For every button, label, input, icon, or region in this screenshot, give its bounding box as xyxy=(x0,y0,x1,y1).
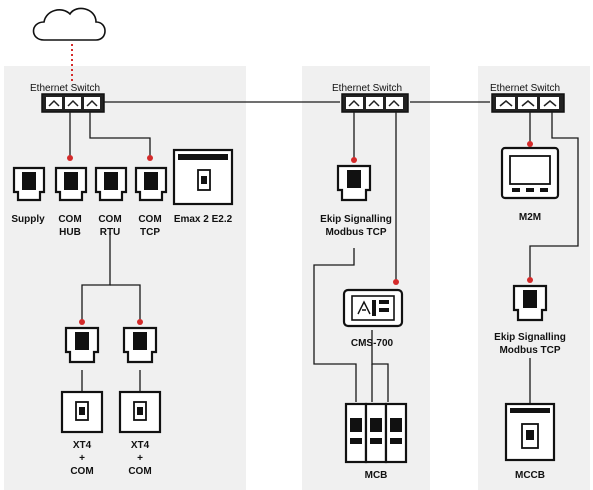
xt4b-label-2: + xyxy=(137,453,143,464)
ekip-module-right xyxy=(512,284,548,322)
switch-middle-label: Ethernet Switch xyxy=(332,83,402,94)
ekip-right-label-2: Modbus TCP xyxy=(499,345,560,356)
port-dot xyxy=(79,319,85,325)
com-tcp-label-2: TCP xyxy=(140,227,160,238)
port-dot xyxy=(351,157,357,163)
mccb-breaker xyxy=(504,402,556,462)
xt4a-label-2: + xyxy=(79,453,85,464)
mcb-devices xyxy=(344,402,408,464)
com-rtu-label-1: COM xyxy=(98,214,121,225)
mcb-label: MCB xyxy=(365,470,388,481)
mccb-label: MCCB xyxy=(515,470,545,481)
ethernet-switch-right xyxy=(491,93,565,113)
left-wires xyxy=(69,112,151,392)
ekip-right-label-1: Ekip Signalling xyxy=(494,332,566,343)
cms-700-device xyxy=(342,288,404,328)
com-tcp-label-1: COM xyxy=(138,214,161,225)
xt4b-label-1: XT4 xyxy=(131,440,150,451)
com-hub-label-1: COM xyxy=(58,214,81,225)
switch-left-label: Ethernet Switch xyxy=(30,83,100,94)
xt4b-label-3: COM xyxy=(128,466,151,477)
emax-breaker xyxy=(172,148,234,206)
port-dot xyxy=(527,277,533,283)
supply-label: Supply xyxy=(11,214,45,225)
right-wires xyxy=(529,112,579,404)
port-dot xyxy=(393,279,399,285)
m2m-label: M2M xyxy=(519,212,541,223)
com-rtu-label-2: RTU xyxy=(100,227,121,238)
ekip-middle-label-2: Modbus TCP xyxy=(325,227,386,238)
port-dot xyxy=(137,319,143,325)
port-dot xyxy=(67,155,73,161)
cms-700-label: CMS-700 xyxy=(351,338,394,349)
xt4-breaker-a xyxy=(60,390,104,434)
com-rtu-module xyxy=(94,166,128,202)
xt4a-label-1: XT4 xyxy=(73,440,92,451)
switch-right-label: Ethernet Switch xyxy=(490,83,560,94)
emax-label: Emax 2 E2.2 xyxy=(174,214,233,225)
xt4-com-module-b xyxy=(122,326,158,364)
com-hub-module xyxy=(54,166,88,202)
ethernet-switch-middle xyxy=(341,93,409,113)
m2m-meter xyxy=(500,146,560,200)
ekip-module-middle xyxy=(336,164,372,202)
xt4-com-module-a xyxy=(64,326,100,364)
port-dot xyxy=(527,141,533,147)
ekip-middle-label-1: Ekip Signalling xyxy=(320,214,392,225)
ethernet-switch-left xyxy=(41,93,105,113)
cloud-icon xyxy=(32,7,106,41)
middle-wires xyxy=(313,112,397,402)
supply-module xyxy=(12,166,46,202)
xt4-breaker-b xyxy=(118,390,162,434)
com-hub-label-2: HUB xyxy=(59,227,81,238)
port-dot xyxy=(147,155,153,161)
com-tcp-module xyxy=(134,166,168,202)
xt4a-label-3: COM xyxy=(70,466,93,477)
